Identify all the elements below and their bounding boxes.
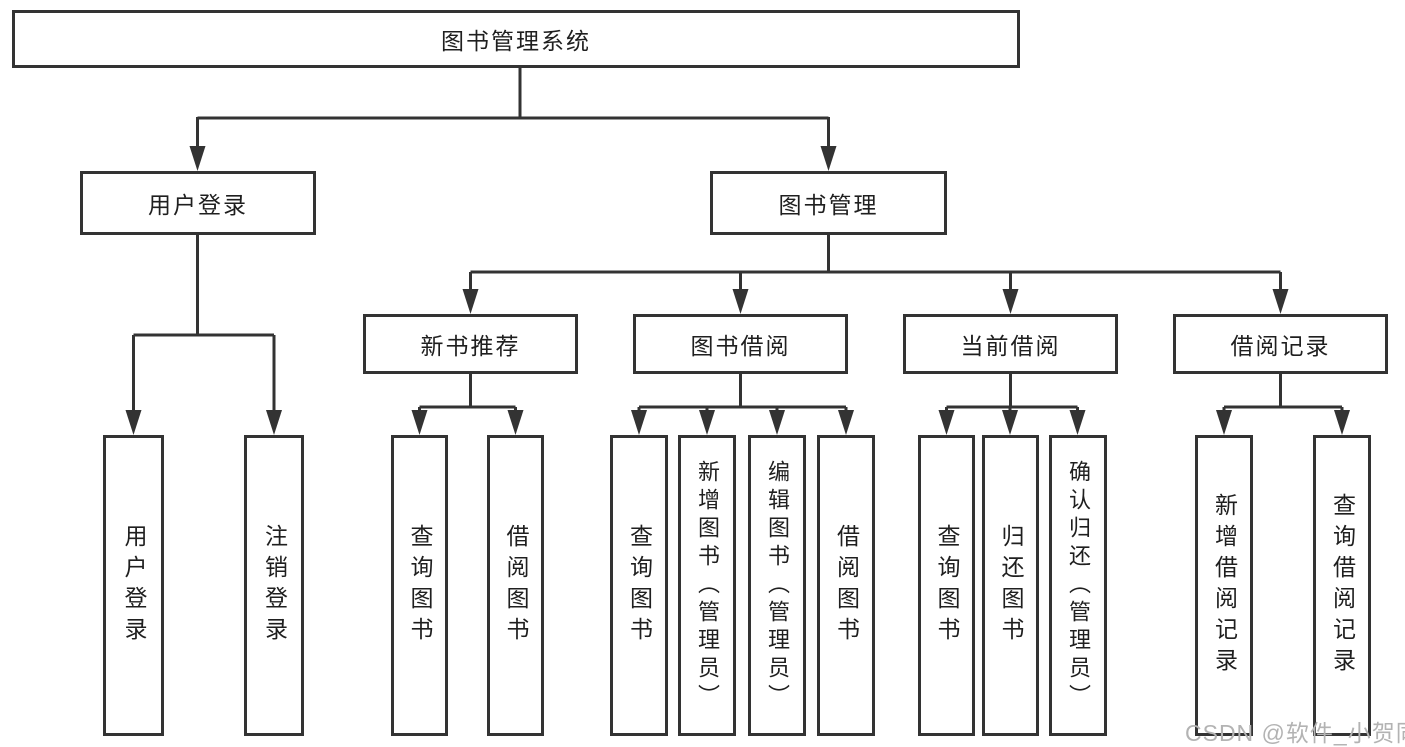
leaf-add-book-admin-label: 新增图书（管理员） (695, 459, 720, 712)
leaf-return-book: 归还图书 (982, 435, 1039, 736)
leaf-query-book-borrow: 查询图书 (610, 435, 668, 736)
leaf-borrow-book-label: 借阅图书 (833, 523, 860, 648)
leaf-user-login-label: 用户登录 (121, 523, 147, 648)
leaf-edit-book-admin: 编辑图书（管理员） (748, 435, 806, 736)
leaf-query-book-recommend-label: 查询图书 (407, 523, 433, 648)
leaf-edit-book-admin-label: 编辑图书（管理员） (765, 459, 790, 712)
node-user-login: 用户登录 (80, 171, 316, 235)
leaf-add-borrow-record: 新增借阅记录 (1195, 435, 1253, 736)
leaf-borrow-book-recommend-label: 借阅图书 (503, 523, 529, 648)
leaf-query-borrow-record-label: 查询借阅记录 (1329, 492, 1356, 679)
node-book-borrow: 图书借阅 (633, 314, 848, 374)
node-current-borrow: 当前借阅 (903, 314, 1118, 374)
leaf-borrow-book-recommend: 借阅图书 (487, 435, 544, 736)
leaf-logout: 注销登录 (244, 435, 304, 736)
node-root-library-system: 图书管理系统 (12, 10, 1020, 68)
leaf-query-book-borrow-label: 查询图书 (626, 523, 653, 648)
node-borrow-records: 借阅记录 (1173, 314, 1388, 374)
node-new-book-recommend: 新书推荐 (363, 314, 578, 374)
leaf-add-borrow-record-label: 新增借阅记录 (1211, 492, 1238, 679)
leaf-borrow-book: 借阅图书 (817, 435, 875, 736)
leaf-logout-label: 注销登录 (261, 523, 288, 648)
leaf-return-book-label: 归还图书 (998, 523, 1024, 648)
leaf-query-book-current: 查询图书 (918, 435, 975, 736)
csdn-watermark: CSDN @软件_小贺同学 (1185, 720, 1405, 746)
leaf-query-book-current-label: 查询图书 (934, 523, 960, 648)
leaf-user-login: 用户登录 (103, 435, 164, 736)
node-book-management: 图书管理 (710, 171, 947, 235)
leaf-confirm-return-admin-label: 确认归还（管理员） (1066, 459, 1091, 712)
leaf-query-borrow-record: 查询借阅记录 (1313, 435, 1371, 736)
leaf-query-book-recommend: 查询图书 (391, 435, 448, 736)
leaf-add-book-admin: 新增图书（管理员） (678, 435, 736, 736)
leaf-confirm-return-admin: 确认归还（管理员） (1049, 435, 1107, 736)
